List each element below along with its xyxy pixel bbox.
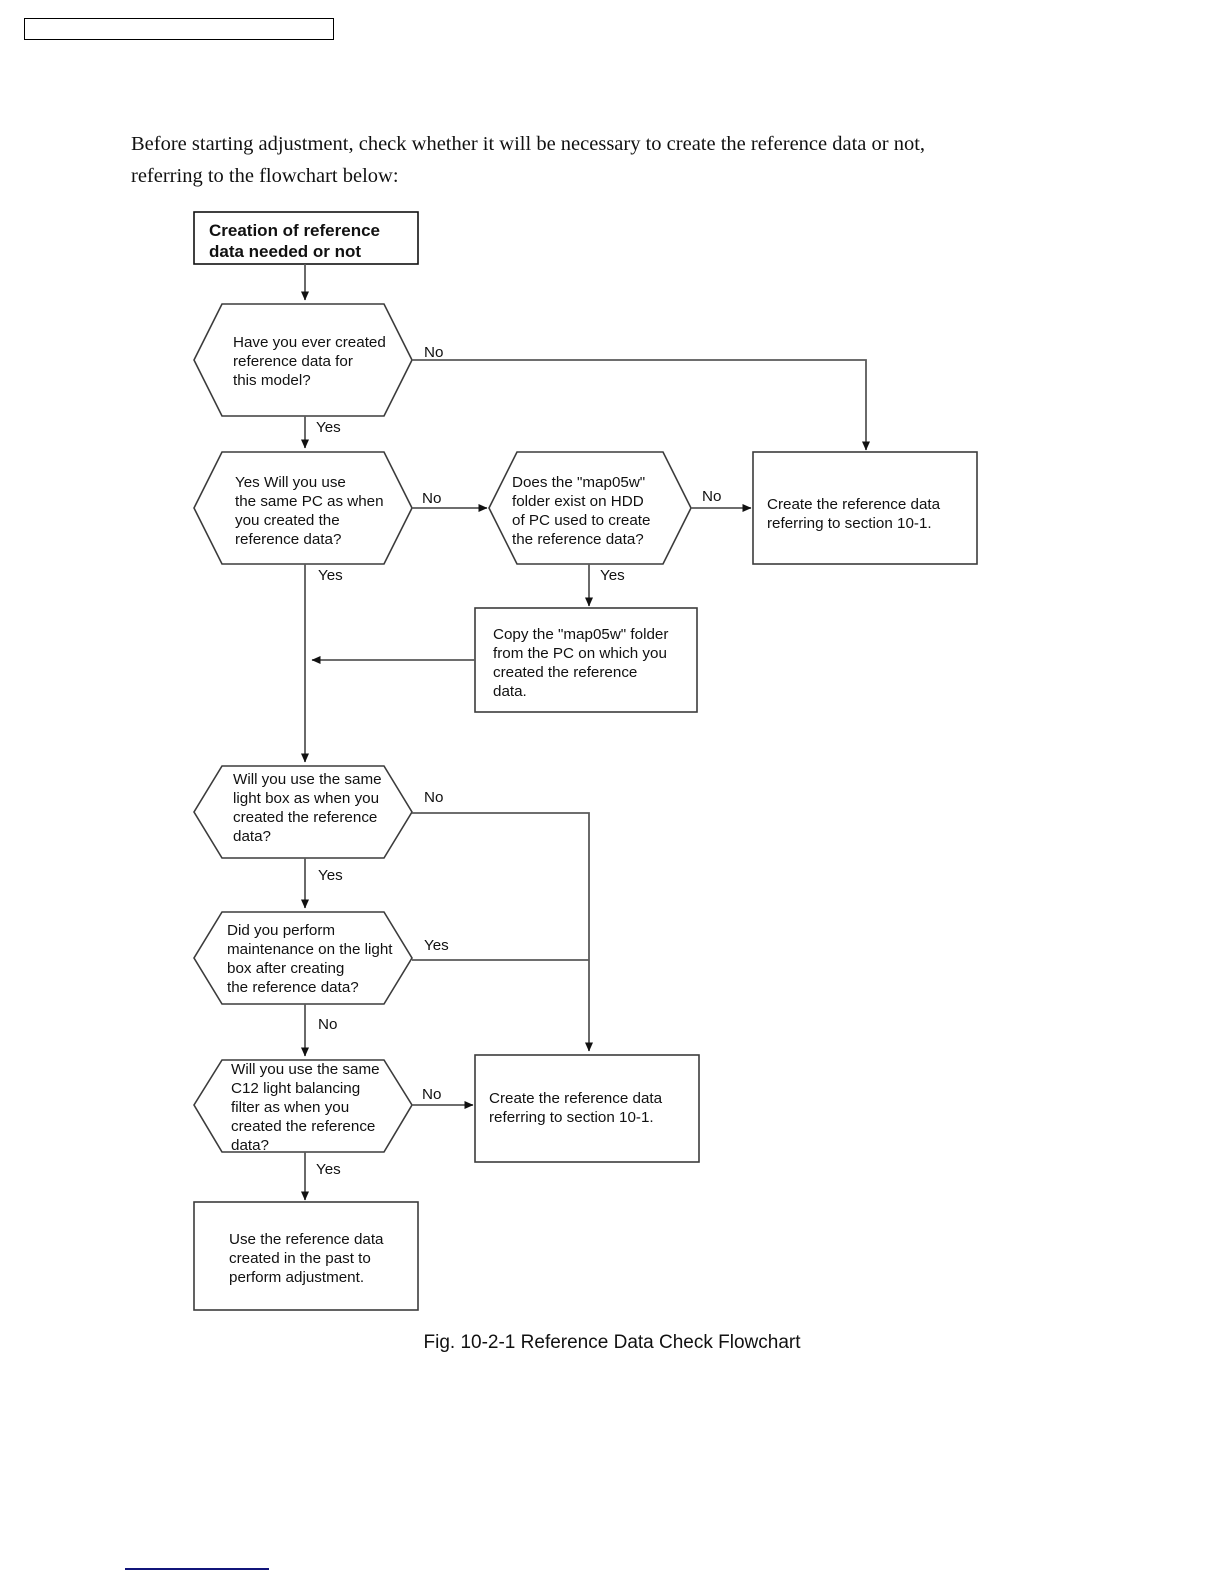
node-q3-hexagon [488, 451, 692, 565]
node-q2-line-4: reference data? [235, 531, 341, 548]
intro-line-2: referring to the flowchart below: [131, 165, 399, 187]
node-create1-line-2: referring to section 10-1. [767, 515, 932, 532]
edge-q1-no [412, 359, 870, 451]
node-final-box [193, 1201, 419, 1311]
node-q3-line-2: folder exist on HDD [512, 493, 644, 510]
node-q4-line-1: Will you use the same [233, 771, 382, 788]
node-create2-box [474, 1054, 700, 1163]
node-q6-line-5: data? [231, 1137, 269, 1154]
node-q6-hexagon [193, 1059, 413, 1153]
node-copy-line-2: from the PC on which you [493, 645, 667, 662]
node-q6-line-1: Will you use the same [231, 1061, 380, 1078]
node-q1-line-1: Have you ever created [233, 334, 386, 351]
node-q5-line-1: Did you perform [227, 922, 335, 939]
node-q1-hexagon [193, 303, 413, 417]
node-q5-line-4: the reference data? [227, 979, 359, 996]
node-q6-line-4: created the reference [231, 1118, 375, 1135]
node-q1-line-3: this model? [233, 372, 311, 389]
node-copy-line-4: data. [493, 683, 527, 700]
node-q1-line-2: reference data for [233, 353, 353, 370]
node-q5-hexagon [193, 911, 413, 1005]
edge-q4-no [412, 812, 593, 1052]
node-q4-line-4: data? [233, 828, 271, 845]
node-title-box [193, 211, 419, 265]
node-title-line-1: Creation of reference [209, 221, 380, 240]
edge-label-q4-yes: Yes [318, 867, 343, 884]
node-q3-line-3: of PC used to create [512, 512, 650, 529]
intro-line-1: Before starting adjustment, check whethe… [131, 133, 926, 155]
edge-label-q6-no: No [422, 1086, 441, 1103]
node-q2-hexagon [193, 451, 413, 565]
node-final-line-3: perform adjustment. [229, 1269, 364, 1286]
edge-label-q5-no: No [318, 1016, 337, 1033]
node-copy-line-1: Copy the "map05w" folder [493, 626, 668, 643]
node-q5-line-2: maintenance on the light [227, 941, 393, 958]
intro-paragraph: Before starting adjustment, check whethe… [131, 128, 1061, 192]
node-q2-line-2: the same PC as when [235, 493, 384, 510]
figure-caption: Fig. 10-2-1 Reference Data Check Flowcha… [423, 1332, 801, 1353]
node-q4-line-2: light box as when you [233, 790, 379, 807]
node-final-line-1: Use the reference data [229, 1231, 384, 1248]
edge-label-q1-no: No [424, 344, 443, 361]
node-create2-line-2: referring to section 10-1. [489, 1109, 654, 1126]
node-q4-line-3: created the reference [233, 809, 377, 826]
node-create1-line-1: Create the reference data [767, 496, 941, 513]
edge-label-q6-yes: Yes [316, 1161, 341, 1178]
header-rule-box [24, 18, 334, 40]
edge-label-q4-no: No [424, 789, 443, 806]
footer-rule [125, 1568, 269, 1570]
node-q3-line-1: Does the "map05w" [512, 474, 645, 491]
node-create1-box [752, 451, 978, 565]
edge-label-q3-yes: Yes [600, 567, 625, 584]
edge-label-q5-yes: Yes [424, 937, 449, 954]
edge-label-q2-yes: Yes [318, 567, 343, 584]
edge-label-q3-no: No [702, 488, 721, 505]
edge-label-q2-no: No [422, 490, 441, 507]
node-title-line-2: data needed or not [209, 242, 361, 261]
node-q6-line-3: filter as when you [231, 1099, 349, 1116]
edge-label-q1-yes: Yes [316, 419, 341, 436]
node-create2-line-1: Create the reference data [489, 1090, 663, 1107]
node-q6-line-2: C12 light balancing [231, 1080, 360, 1097]
node-final-line-2: created in the past to [229, 1250, 371, 1267]
node-q4-hexagon [193, 765, 413, 859]
node-q2-line-1: Yes Will you use [235, 474, 346, 491]
node-q5-line-3: box after creating [227, 960, 344, 977]
node-q2-line-3: you created the [235, 512, 340, 529]
node-copy-line-3: created the reference [493, 664, 637, 681]
node-q3-line-4: the reference data? [512, 531, 644, 548]
